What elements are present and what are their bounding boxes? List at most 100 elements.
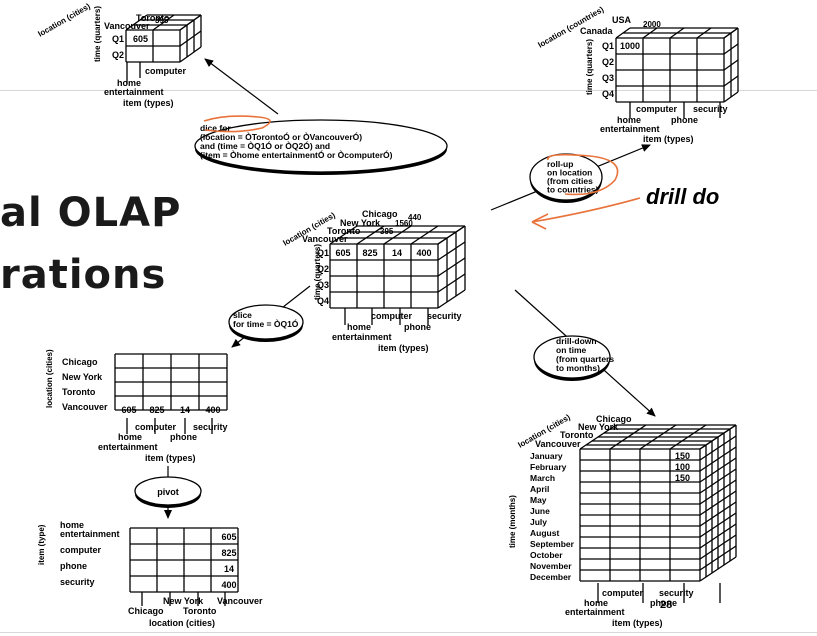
drill-month-label: May <box>530 495 547 505</box>
rollup-cube <box>615 27 739 103</box>
central-city-label: Vancouver <box>302 234 348 244</box>
rollup-back-value: 2000 <box>643 20 661 29</box>
central-item-label: computer <box>371 311 413 321</box>
drill-time-axis-label: time (months) <box>508 495 517 548</box>
pivot-cell-value: 605 <box>221 532 236 542</box>
pivot-row-label: computer <box>60 545 102 555</box>
pivot-column-label: Chicago <box>128 606 164 616</box>
drilldown-label: to months) <box>556 363 600 373</box>
drill-cell-value: 150 <box>675 451 690 461</box>
dice-label: and (time = ÒQ1Ó or ÒQ2Ó) and <box>200 140 330 151</box>
rollup-item-axis-label: item (types) <box>643 134 694 144</box>
drilldown-label: (from quarters <box>556 354 614 364</box>
dice-item-label: computer <box>145 66 187 76</box>
slide-title-line2: rations <box>0 252 167 298</box>
grid-line <box>179 46 202 63</box>
pivot-cell-value: 14 <box>224 564 234 574</box>
drill-month-label: June <box>530 506 550 516</box>
drill-month-label: April <box>530 484 549 494</box>
pivot-location-axis-label: location (cities) <box>149 618 215 628</box>
drill-cell-value: 100 <box>675 462 690 472</box>
rollup-time-axis-label: time (quarters) <box>585 39 594 95</box>
dice-cube <box>125 14 202 63</box>
dice-back-value: 395 <box>155 16 169 25</box>
bottom-rule <box>0 632 817 633</box>
dice-highlight-stroke <box>203 115 271 133</box>
pivot-column-label: New York <box>163 596 204 606</box>
central-back-value: 395 <box>380 227 394 236</box>
drilldown-oval <box>533 335 611 379</box>
slice-row-label: Vancouver <box>62 402 108 412</box>
rollup-quarter-label: Q2 <box>602 57 614 67</box>
rollup-label: on location <box>547 168 592 178</box>
dice-city-label: Vancouver <box>104 21 150 31</box>
drill-city-label: Vancouver <box>535 439 581 449</box>
dice-label: dice for <box>200 123 231 133</box>
rollup-item-label: home <box>617 115 641 125</box>
slice-table <box>114 353 228 411</box>
dice-city-label: Toronto <box>136 13 170 23</box>
rollup-label: roll-up <box>547 159 573 169</box>
slide-title-line1: al OLAP <box>0 190 182 236</box>
slice-location-axis-label: location (cities) <box>45 349 54 408</box>
dice-quarter-label: Q2 <box>112 50 124 60</box>
drill-cell-value: 150 <box>675 473 690 483</box>
dice-quarter-label: Q1 <box>112 34 124 44</box>
grid-line <box>410 225 439 245</box>
rollup-cell-value: 1000 <box>620 41 640 51</box>
slice-cell-value: 825 <box>149 405 164 415</box>
rollup-country-label: Canada <box>580 26 614 36</box>
central-item-label: entertainment <box>332 332 392 342</box>
central-cell-value: 14 <box>392 248 402 258</box>
drill-month-label: January <box>530 451 563 461</box>
pivot-oval <box>134 476 202 506</box>
grid-line <box>125 14 148 31</box>
slice-label: slice <box>233 310 252 320</box>
drilldown-label: drill-down <box>556 336 597 346</box>
rollup-label: (from cities <box>547 176 593 186</box>
rollup-label: to countries) <box>547 185 599 195</box>
drill-item-label: computer <box>602 588 644 598</box>
drill-month-label: July <box>530 517 547 527</box>
slice-label: for time = ÒQ1Ó <box>233 318 299 329</box>
grid-line <box>437 273 466 293</box>
slice-item-label: phone <box>170 432 197 442</box>
slice-oval <box>228 304 304 340</box>
grid-line <box>329 225 358 245</box>
rollup-item-label: entertainment <box>600 124 660 134</box>
top-rule <box>0 90 817 91</box>
dice-arrow <box>204 58 279 115</box>
pivot-row-label: home <box>60 520 84 530</box>
grid-line <box>437 257 466 277</box>
central-item-axis-label: item (types) <box>378 343 429 353</box>
slice-item-label: security <box>193 422 228 432</box>
dice-cell-value: 605 <box>133 34 148 44</box>
slice-item-label: home <box>118 432 142 442</box>
drilldown-label: on time <box>556 345 586 355</box>
drill-month-label: March <box>530 473 555 483</box>
dice-label: (location = ÒTorontoÓ or ÒVancouverÓ) <box>200 131 362 142</box>
pivot-row-label: entertainment <box>60 529 120 539</box>
dice-item-label: home <box>117 78 141 88</box>
pivot-column-label: Toronto <box>183 606 217 616</box>
dice-item-axis-label: item (types) <box>123 98 174 108</box>
slice-row-label: Chicago <box>62 357 98 367</box>
grid-line <box>356 225 385 245</box>
central-cell-value: 825 <box>362 248 377 258</box>
rollup-quarter-label: Q4 <box>602 89 614 99</box>
central-city-label: New York <box>340 218 381 228</box>
grid-line <box>179 14 202 31</box>
rollup-quarter-label: Q1 <box>602 41 614 51</box>
grid-line <box>383 225 412 245</box>
pivot-cell-value: 400 <box>221 580 236 590</box>
grid-line <box>179 30 202 47</box>
central-item-label: phone <box>404 322 431 332</box>
drill-item-label: entertainment <box>565 607 625 617</box>
grid-line <box>437 225 466 245</box>
rollup-country-label: USA <box>612 15 632 25</box>
pivot-label: pivot <box>157 487 179 497</box>
central-back-value: 440 <box>408 213 422 222</box>
drill-arrowhead-stroke <box>531 213 549 230</box>
